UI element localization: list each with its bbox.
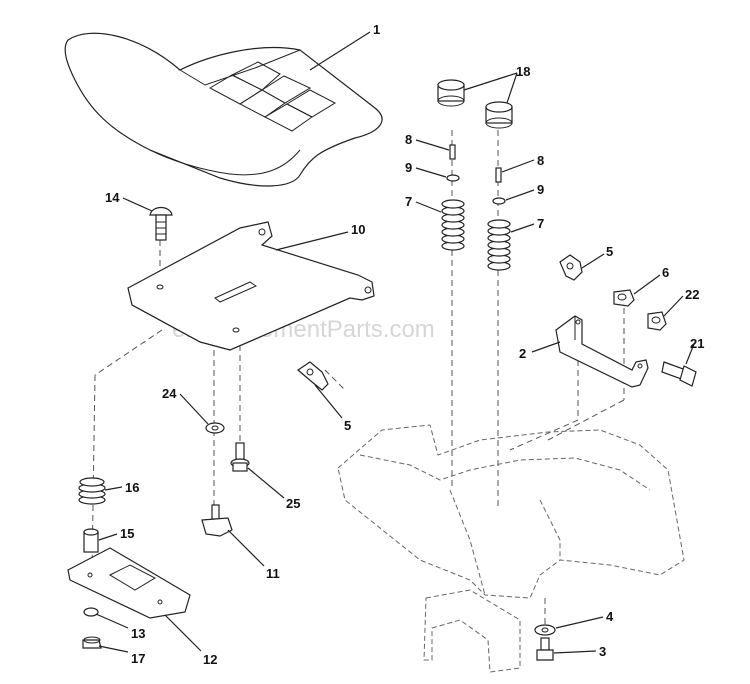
pin-part-8-left xyxy=(449,144,456,160)
bumper-part-18-right xyxy=(485,101,513,129)
clip-part-5-left xyxy=(297,361,329,391)
callout-6: 6 xyxy=(662,265,669,280)
bracket-part-2 xyxy=(555,315,649,388)
callout-11: 11 xyxy=(266,566,280,581)
callout-13: 13 xyxy=(131,626,145,641)
leader-lines xyxy=(95,31,695,654)
callout-10: 10 xyxy=(351,222,365,237)
callout-labels: 1 2 3 4 5 5 6 7 7 8 8 9 9 10 11 12 13 14… xyxy=(105,22,704,667)
spacer-part-15 xyxy=(83,528,99,553)
slide-bracket-part-12 xyxy=(67,547,191,619)
callout-5-left: 5 xyxy=(344,418,351,433)
callout-16: 16 xyxy=(125,480,139,495)
callout-2: 2 xyxy=(519,346,526,361)
callout-12: 12 xyxy=(203,652,217,667)
callout-18: 18 xyxy=(516,64,530,79)
callout-8-left: 8 xyxy=(405,132,412,147)
nut-part-22 xyxy=(647,311,667,331)
callout-1: 1 xyxy=(373,22,380,37)
washer-part-9-left xyxy=(446,174,460,182)
carriage-bolt-part-14 xyxy=(149,206,173,241)
callout-7-left: 7 xyxy=(405,194,412,209)
callout-5-right: 5 xyxy=(606,244,613,259)
washer-part-9-right xyxy=(492,197,506,205)
callout-7-right: 7 xyxy=(537,216,544,231)
tractor-frame xyxy=(337,424,685,673)
bolt-part-21 xyxy=(661,361,697,387)
callout-22: 22 xyxy=(685,287,699,302)
nut-part-17 xyxy=(82,636,102,649)
callout-3: 3 xyxy=(599,644,606,659)
seat-pan-part-10 xyxy=(127,221,375,351)
bolt-part-25 xyxy=(230,442,250,472)
callout-25: 25 xyxy=(286,496,300,511)
callout-15: 15 xyxy=(120,526,134,541)
washer-part-24 xyxy=(205,422,225,434)
bumper-part-18-left xyxy=(437,79,465,107)
callout-4: 4 xyxy=(606,609,614,624)
bolt-part-3 xyxy=(536,637,554,661)
spring-part-7-right xyxy=(487,219,511,271)
callout-24: 24 xyxy=(162,386,177,401)
callout-17: 17 xyxy=(131,651,145,666)
callout-21: 21 xyxy=(690,336,704,351)
knob-part-11 xyxy=(201,504,233,537)
pin-part-8-right xyxy=(495,167,502,183)
seat-part-1 xyxy=(64,32,383,187)
clip-part-5-right xyxy=(559,254,583,281)
washer-part-4 xyxy=(534,624,556,636)
spring-part-7-left xyxy=(441,199,465,251)
callout-9-left: 9 xyxy=(405,160,412,175)
lockwasher-part-13 xyxy=(83,607,99,617)
nut-part-6 xyxy=(613,289,635,307)
callout-8-right: 8 xyxy=(537,153,544,168)
callout-9-right: 9 xyxy=(537,182,544,197)
spring-part-16 xyxy=(78,477,106,505)
callout-14: 14 xyxy=(105,190,120,205)
